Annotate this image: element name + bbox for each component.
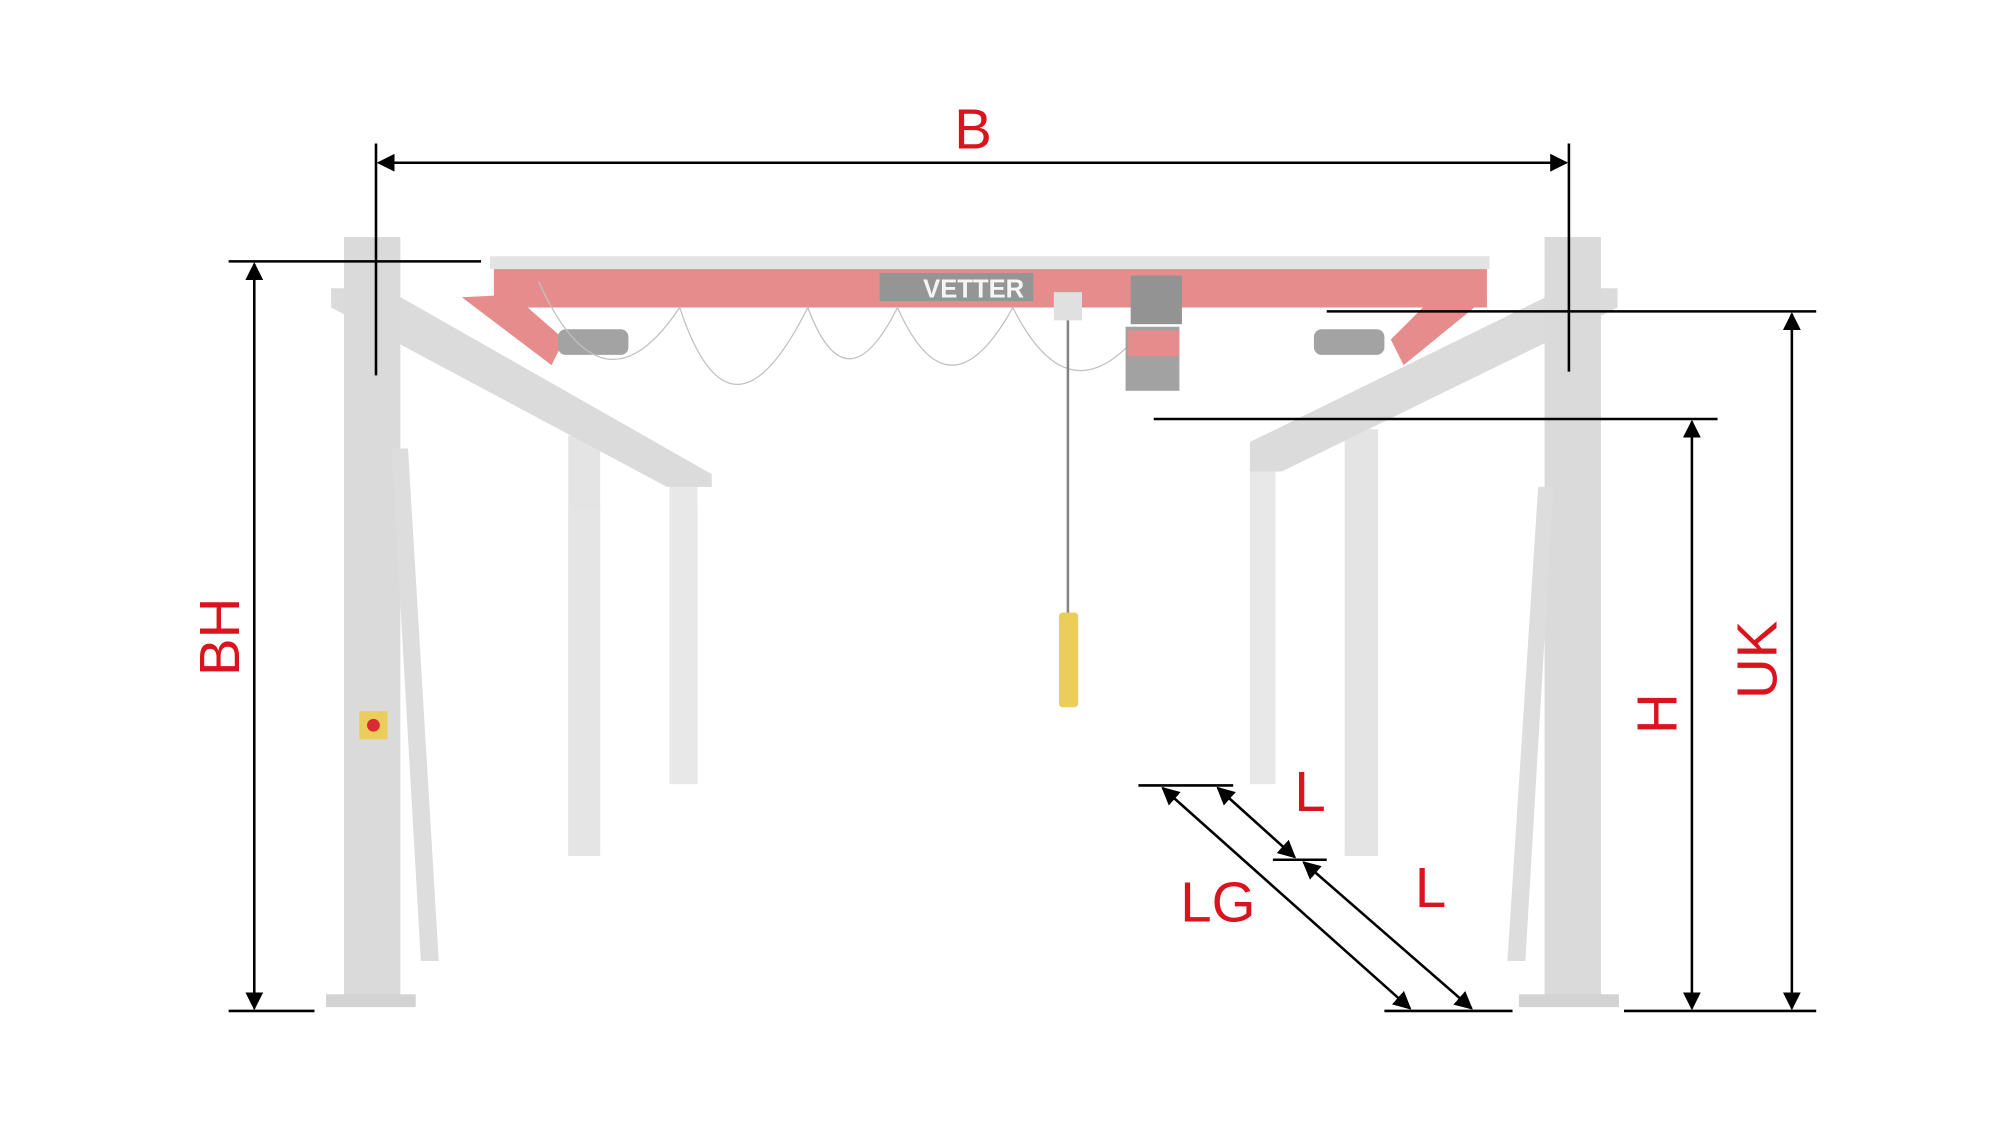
label-lg: LG [1180,870,1255,933]
dimension-l2-arrow [1302,861,1473,1010]
logo-plate [879,272,1034,302]
base-plate-right [1518,994,1619,1008]
base-plate-left [326,994,416,1008]
pendant-carrier [1053,292,1083,321]
label-b: B [954,98,992,161]
label-l-2: L [1415,856,1446,919]
bridge-girder-top [490,256,1490,270]
brace-left [391,448,439,961]
front-column-right [1544,237,1601,1006]
back-column-left-1 [568,435,601,856]
front-column-left [343,237,401,1006]
drive-motor-left [557,329,629,355]
back-column-right-2 [1344,429,1378,856]
label-l-1: L [1294,760,1325,823]
hoist-trolley [1130,275,1182,325]
runway-beam-left [331,288,712,487]
dimension-lines [228,143,1817,1013]
end-carriage-left [461,294,565,366]
runway-beam-right [1249,288,1618,472]
label-h: H [1626,693,1689,734]
label-bh: BH [188,598,251,676]
label-uk: UK [1725,621,1788,699]
back-column-left-2 [669,474,698,785]
emergency-stop-button [367,718,380,732]
drive-motor-right [1313,329,1385,355]
hoist-red-band [1128,330,1180,357]
crane-structure: VETTER [326,237,1619,1008]
dimension-l1-arrow [1216,786,1297,859]
brace-right [1507,486,1554,961]
brand-logo: VETTER [923,275,1024,303]
pendant-control [1058,612,1079,708]
festoon-cables [538,281,1129,385]
back-column-right-1 [1249,467,1276,785]
